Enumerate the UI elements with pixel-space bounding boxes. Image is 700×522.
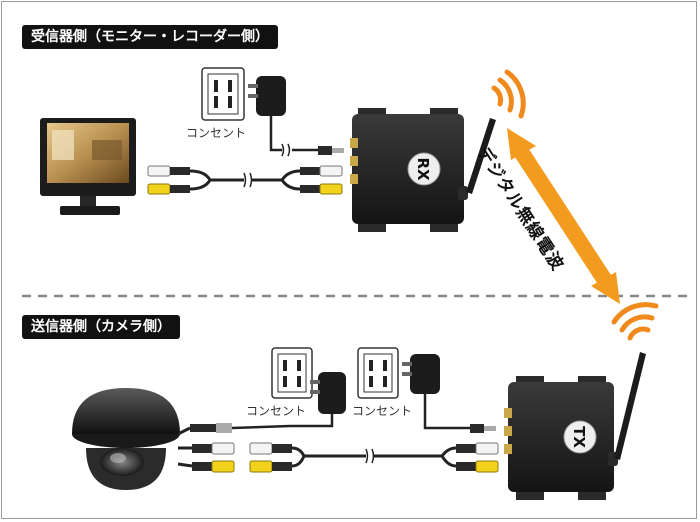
rx-av-plugs-right <box>300 165 343 195</box>
tx-signal-icon <box>611 302 659 341</box>
tx-unit-label: TX <box>570 426 588 448</box>
tx-dc-plug <box>470 424 496 433</box>
rx-av-plugs-left <box>147 165 190 195</box>
rx-dc-plug <box>318 146 344 155</box>
rx-wall-outlet-icon <box>201 67 245 121</box>
rx-outlet-label: コンセント <box>186 126 247 140</box>
rx-av-cable <box>189 169 301 191</box>
monitor-icon <box>40 118 136 215</box>
dome-camera-icon <box>72 388 180 490</box>
tx-outlet-label-2: コンセント <box>352 404 413 418</box>
tx-power-cable-1 <box>231 414 334 430</box>
rx-ac-adapter-icon <box>248 76 286 116</box>
receiver-section-title: 受信器側（モニター・レコーダー側） <box>22 25 278 49</box>
rx-cable-break <box>243 172 253 188</box>
rx-signal-icon <box>491 69 526 119</box>
tx-av-plugs-right <box>456 442 499 473</box>
wireless-arrow <box>507 128 620 304</box>
tx-av-cable <box>291 446 457 468</box>
rx-unit-label: RX <box>414 157 432 181</box>
tx-wall-outlet-icon-2 <box>357 347 399 399</box>
rx-receiver-unit <box>350 108 464 232</box>
tx-transmitter-unit <box>504 376 614 500</box>
transmitter-section-title: 送信器側（カメラ側） <box>22 315 180 339</box>
tx-antenna-icon <box>608 352 646 466</box>
rx-power-cable <box>269 116 318 152</box>
tx-ac-adapter-icon-2 <box>402 354 440 394</box>
tx-outlet-label-1: コンセント <box>246 404 307 418</box>
tx-ac-adapter-icon-1 <box>310 372 346 414</box>
tx-av-plugs-left <box>190 423 235 473</box>
tx-power-cable-2 <box>423 394 470 430</box>
tx-wall-outlet-icon-1 <box>271 347 313 399</box>
rx-antenna-icon <box>458 118 496 200</box>
tx-av-plugs-mid <box>249 442 292 473</box>
tx-camera-cable <box>177 426 193 468</box>
